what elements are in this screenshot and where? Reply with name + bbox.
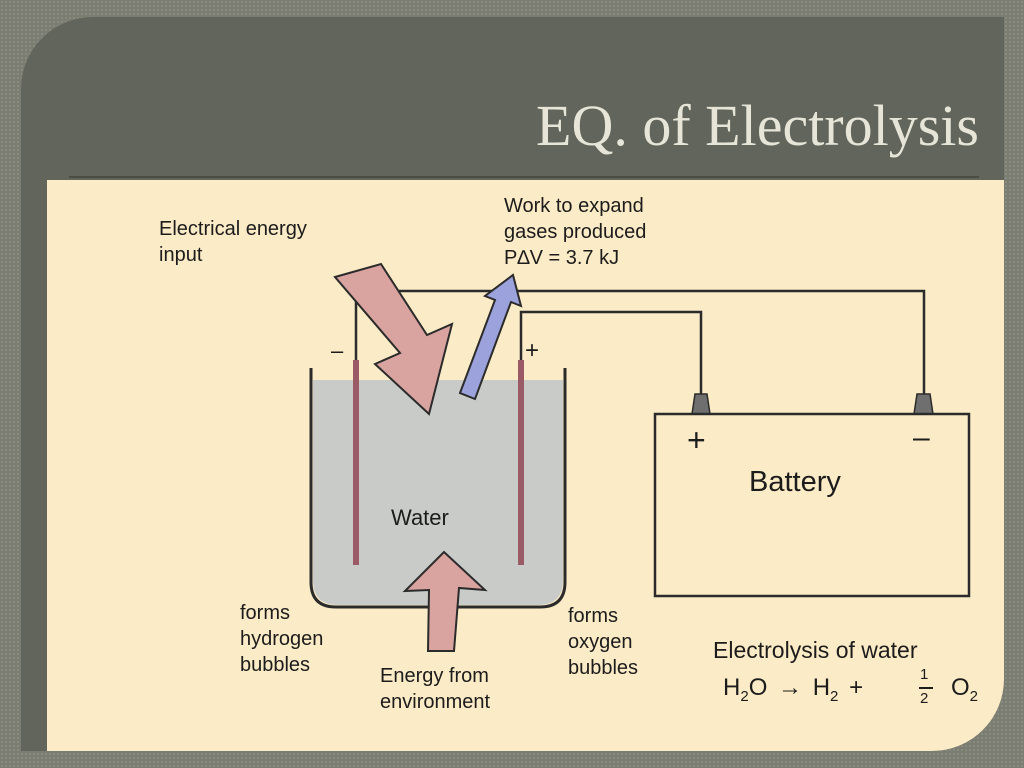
eq-fraction-denominator: 2 <box>920 690 929 707</box>
hydrogen-bubbles-label: forms hydrogen bubbles <box>240 602 324 676</box>
eq-o: O <box>748 674 768 701</box>
eq-h: H <box>723 674 741 701</box>
eq-sub-2-oxygen: 2 <box>969 687 979 705</box>
slide-title: EQ. of Electrolysis <box>536 93 979 158</box>
negative-electrode <box>353 360 359 565</box>
eq-arrow: → <box>778 674 803 701</box>
eq-plus: + <box>849 674 864 701</box>
energy-from-environment-label: Energy from environment <box>380 665 491 713</box>
eq-h2: H <box>812 674 831 701</box>
fraction-bar <box>919 687 933 689</box>
positive-electrode-sign: + <box>525 337 540 364</box>
environment-energy-arrow <box>402 550 488 652</box>
slide: EQ. of Electrolysis <box>21 17 1004 751</box>
electrical-energy-label: Electrical energy input <box>159 218 307 266</box>
diagram-graphics <box>309 262 971 689</box>
electrolysis-diagram: Electrical energy input Work to expand g… <box>47 180 1004 751</box>
work-to-expand-label: Work to expand gases produced P∆V = 3.7 … <box>504 195 647 269</box>
eq-fraction-numerator: 1 <box>920 666 929 683</box>
electrolysis-caption: Electrolysis of water <box>713 637 918 663</box>
positive-electrode <box>518 360 524 565</box>
battery-label: Battery <box>749 466 841 498</box>
battery-negative-sign: – <box>913 421 930 454</box>
eq-o2: O <box>951 674 970 701</box>
title-divider <box>69 176 979 178</box>
work-arrow <box>458 273 523 401</box>
water-label: Water <box>391 505 449 530</box>
eq-sub-2-hydrogen: 2 <box>830 687 839 705</box>
oxygen-bubbles-label: forms oxygen bubbles <box>568 605 639 679</box>
negative-electrode-sign: – <box>331 338 344 363</box>
battery-terminal-positive <box>691 393 711 415</box>
electrical-energy-arrow <box>333 262 454 416</box>
water <box>313 380 563 605</box>
battery-positive-sign: + <box>687 422 706 458</box>
water-equation: H2O → H2 + <box>723 674 867 711</box>
battery-terminal-negative <box>913 393 934 415</box>
eq-sub-2: 2 <box>740 687 749 705</box>
battery-body <box>653 412 971 598</box>
eq-oxygen: O2 <box>951 674 978 711</box>
wire-negative <box>354 289 926 394</box>
wire-positive <box>519 310 703 394</box>
